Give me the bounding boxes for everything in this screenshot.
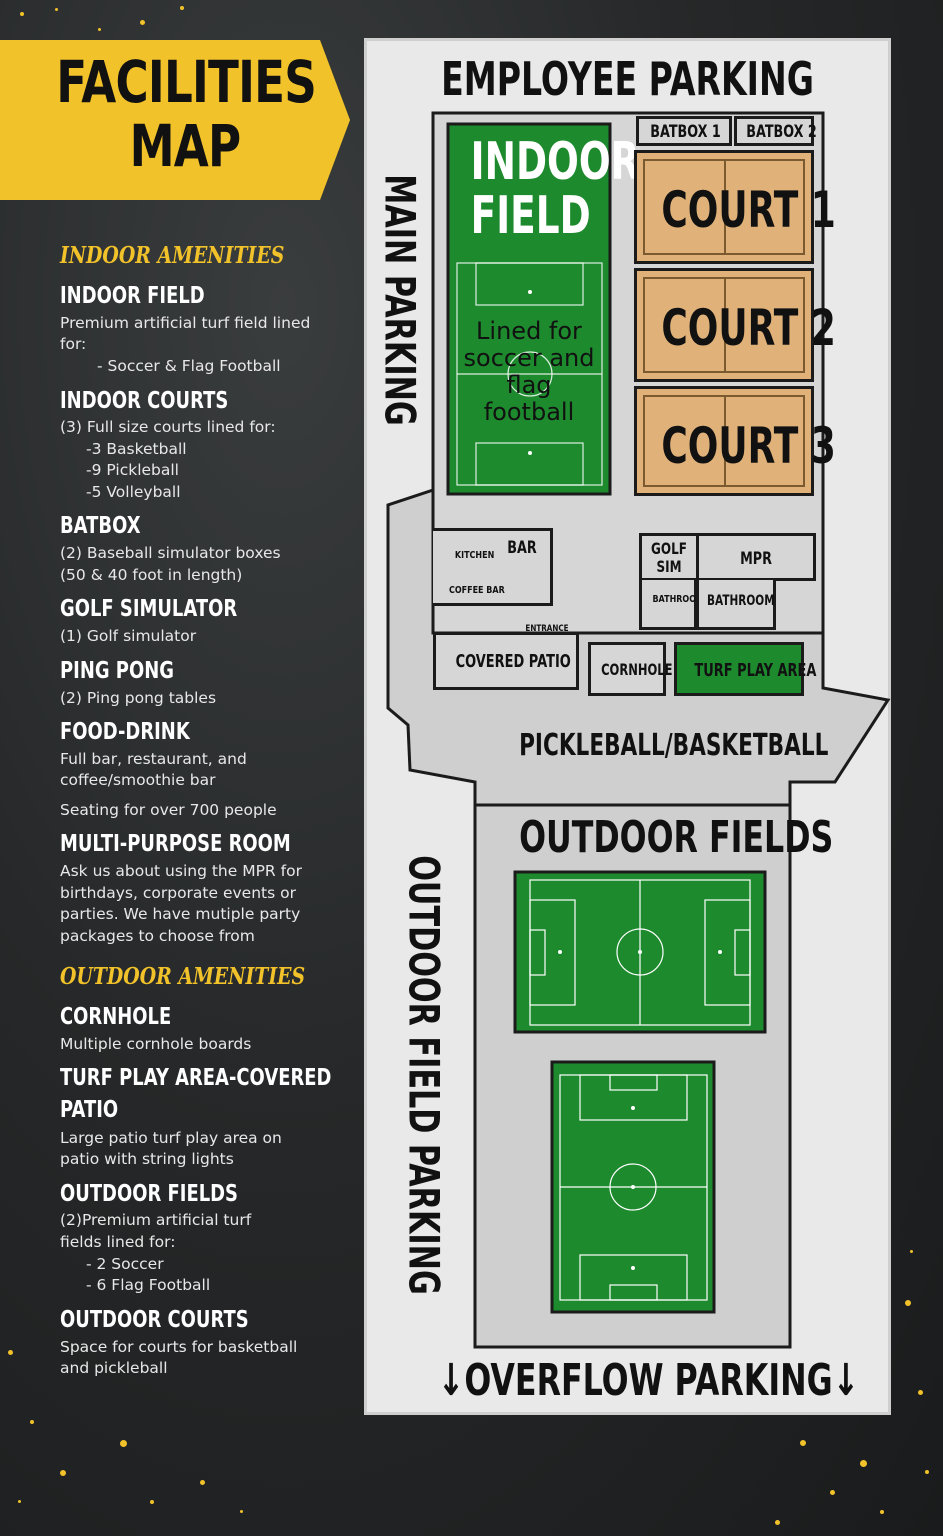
indoor-field-pitch	[446, 122, 612, 496]
bathroom-1: BATHROOM	[639, 580, 704, 630]
amenity-line: Premium artificial turf field lined	[60, 314, 311, 332]
golf-sim-line: SIM	[656, 557, 682, 576]
kitchen-bar-area	[433, 528, 553, 606]
mpr-room: MPR	[696, 533, 816, 581]
amenity-title: CORNHOLE	[60, 1004, 172, 1030]
indoor-field-label: INDOOR	[470, 132, 640, 192]
amenity-line: (50 & 40 foot in length)	[60, 566, 243, 584]
outdoor-field-parking-label: OUTDOOR FIELD PARKING	[399, 855, 449, 1295]
amenity-line: birthdays, corporate events or	[60, 884, 296, 902]
outdoor-field-2	[550, 1060, 716, 1314]
amenity-line: Large patio turf play area on	[60, 1129, 282, 1147]
amenity-line: - Soccer & Flag Football	[97, 357, 281, 375]
outdoor-amenities-heading: OUTDOOR AMENITIES	[60, 963, 306, 990]
amenity-line: - 6 Flag Football	[86, 1276, 211, 1294]
cornhole-area: CORNHOLE	[588, 642, 673, 696]
note-line: flag	[506, 371, 552, 399]
amenity-title: OUTDOOR COURTS	[60, 1307, 249, 1333]
amenity-line: -3 Basketball	[86, 440, 187, 458]
note-line: football	[483, 398, 575, 426]
amenity-line: parties. We have mutiple party	[60, 905, 301, 923]
amenity-title: OUTDOOR FIELDS	[60, 1181, 238, 1207]
golf-sim-line: GOLF	[651, 539, 687, 558]
batbox-2: BATBOX 2	[734, 116, 817, 146]
amenity-line: coffee/smoothie bar	[60, 771, 216, 789]
amenity-line: packages to choose from	[60, 927, 255, 945]
covered-patio: COVERED PATIO	[433, 632, 579, 690]
amenity-line: (3) Full size courts lined for:	[60, 418, 276, 436]
batbox-1: BATBOX 1	[636, 116, 732, 146]
batbox-2-label: BATBOX 2	[746, 122, 817, 142]
mpr-label: MPR	[740, 549, 772, 569]
amenity-line: -9 Pickleball	[86, 461, 179, 479]
indoor-field-note: Lined for soccer and flag football	[448, 318, 610, 426]
amenity-line: Seating for over 700 people	[60, 801, 277, 819]
golf-sim-room: GOLF SIM	[639, 533, 699, 581]
amenity-line: and pickleball	[60, 1359, 168, 1377]
kitchen-label: KITCHEN	[454, 550, 495, 561]
amenity-line: for:	[60, 335, 87, 353]
amenity-line: (2) Baseball simulator boxes	[60, 544, 281, 562]
coffee-bar-label: COFFEE BAR	[448, 585, 505, 596]
amenity-line: fields lined for:	[60, 1233, 176, 1251]
entrance-label: ENTRANCE	[525, 624, 569, 634]
title-banner	[0, 40, 350, 200]
amenity-line: Ask us about using the MPR for	[60, 862, 302, 880]
amenity-title: INDOOR FIELD	[60, 283, 205, 309]
amenity-title: INDOOR COURTS	[60, 388, 229, 414]
amenity-line: Full bar, restaurant, and	[60, 750, 247, 768]
court-1: COURT 1	[634, 150, 836, 264]
amenity-line: (2) Ping pong tables	[60, 689, 217, 707]
note-line: soccer and	[463, 344, 595, 372]
page-title-line-1: FACILITIES	[56, 48, 317, 116]
note-line: Lined for	[476, 317, 582, 345]
amenity-title: GOLF SIMULATOR	[60, 596, 238, 622]
indoor-field-label-2: FIELD	[470, 186, 591, 246]
amenity-title-cont: PATIO	[60, 1097, 119, 1123]
amenity-title: BATBOX	[60, 513, 141, 539]
page-title-line-2: MAP	[129, 112, 242, 180]
cornhole-label: CORNHOLE	[601, 660, 673, 679]
amenity-line: Space for courts for basketball	[60, 1338, 298, 1356]
bathroom-1-label: BATHROOM	[652, 594, 704, 605]
amenity-line: (1) Golf simulator	[60, 627, 197, 645]
bathroom-2-label: BATHROOM	[707, 593, 775, 609]
outdoor-field-1	[513, 870, 767, 1034]
turf-play-area: TURF PLAY AREA	[674, 642, 817, 696]
covered-patio-label: COVERED PATIO	[455, 651, 571, 672]
pickleball-basketball-label: PICKLEBALL/BASKETBALL	[519, 728, 829, 763]
amenity-title: PING PONG	[60, 658, 174, 684]
bar-label: BAR	[507, 538, 537, 558]
court-1-label: COURT 1	[661, 181, 836, 239]
turf-play-area-label: TURF PLAY AREA	[694, 660, 817, 681]
court-2: COURT 2	[634, 268, 836, 382]
amenity-title: TURF PLAY AREA-COVERED	[60, 1065, 332, 1091]
amenity-title: FOOD-DRINK	[60, 719, 190, 745]
employee-parking-label: EMPLOYEE PARKING	[441, 52, 814, 106]
amenity-line: Multiple cornhole boards	[60, 1035, 252, 1053]
batbox-1-label: BATBOX 1	[650, 122, 721, 142]
outdoor-fields-label: OUTDOOR FIELDS	[519, 812, 834, 863]
banner-shape	[0, 40, 350, 200]
court-2-label: COURT 2	[661, 299, 836, 357]
amenity-line: -5 Volleyball	[86, 483, 181, 501]
amenity-line: - 2 Soccer	[86, 1255, 164, 1273]
main-parking-label: MAIN PARKING	[375, 174, 425, 426]
court-3: COURT 3	[634, 386, 836, 496]
bathroom-2: BATHROOM	[696, 580, 776, 630]
court-3-label: COURT 3	[661, 417, 836, 475]
amenity-title: MULTI-PURPOSE ROOM	[60, 831, 291, 857]
golf-sim-label: GOLF SIM	[649, 540, 690, 576]
amenity-line: (2)Premium artificial turf	[60, 1211, 252, 1229]
overflow-parking-label: ↓OVERFLOW PARKING↓	[437, 1355, 860, 1406]
amenity-line: patio with string lights	[60, 1150, 234, 1168]
indoor-amenities-heading: INDOOR AMENITIES	[60, 242, 285, 269]
